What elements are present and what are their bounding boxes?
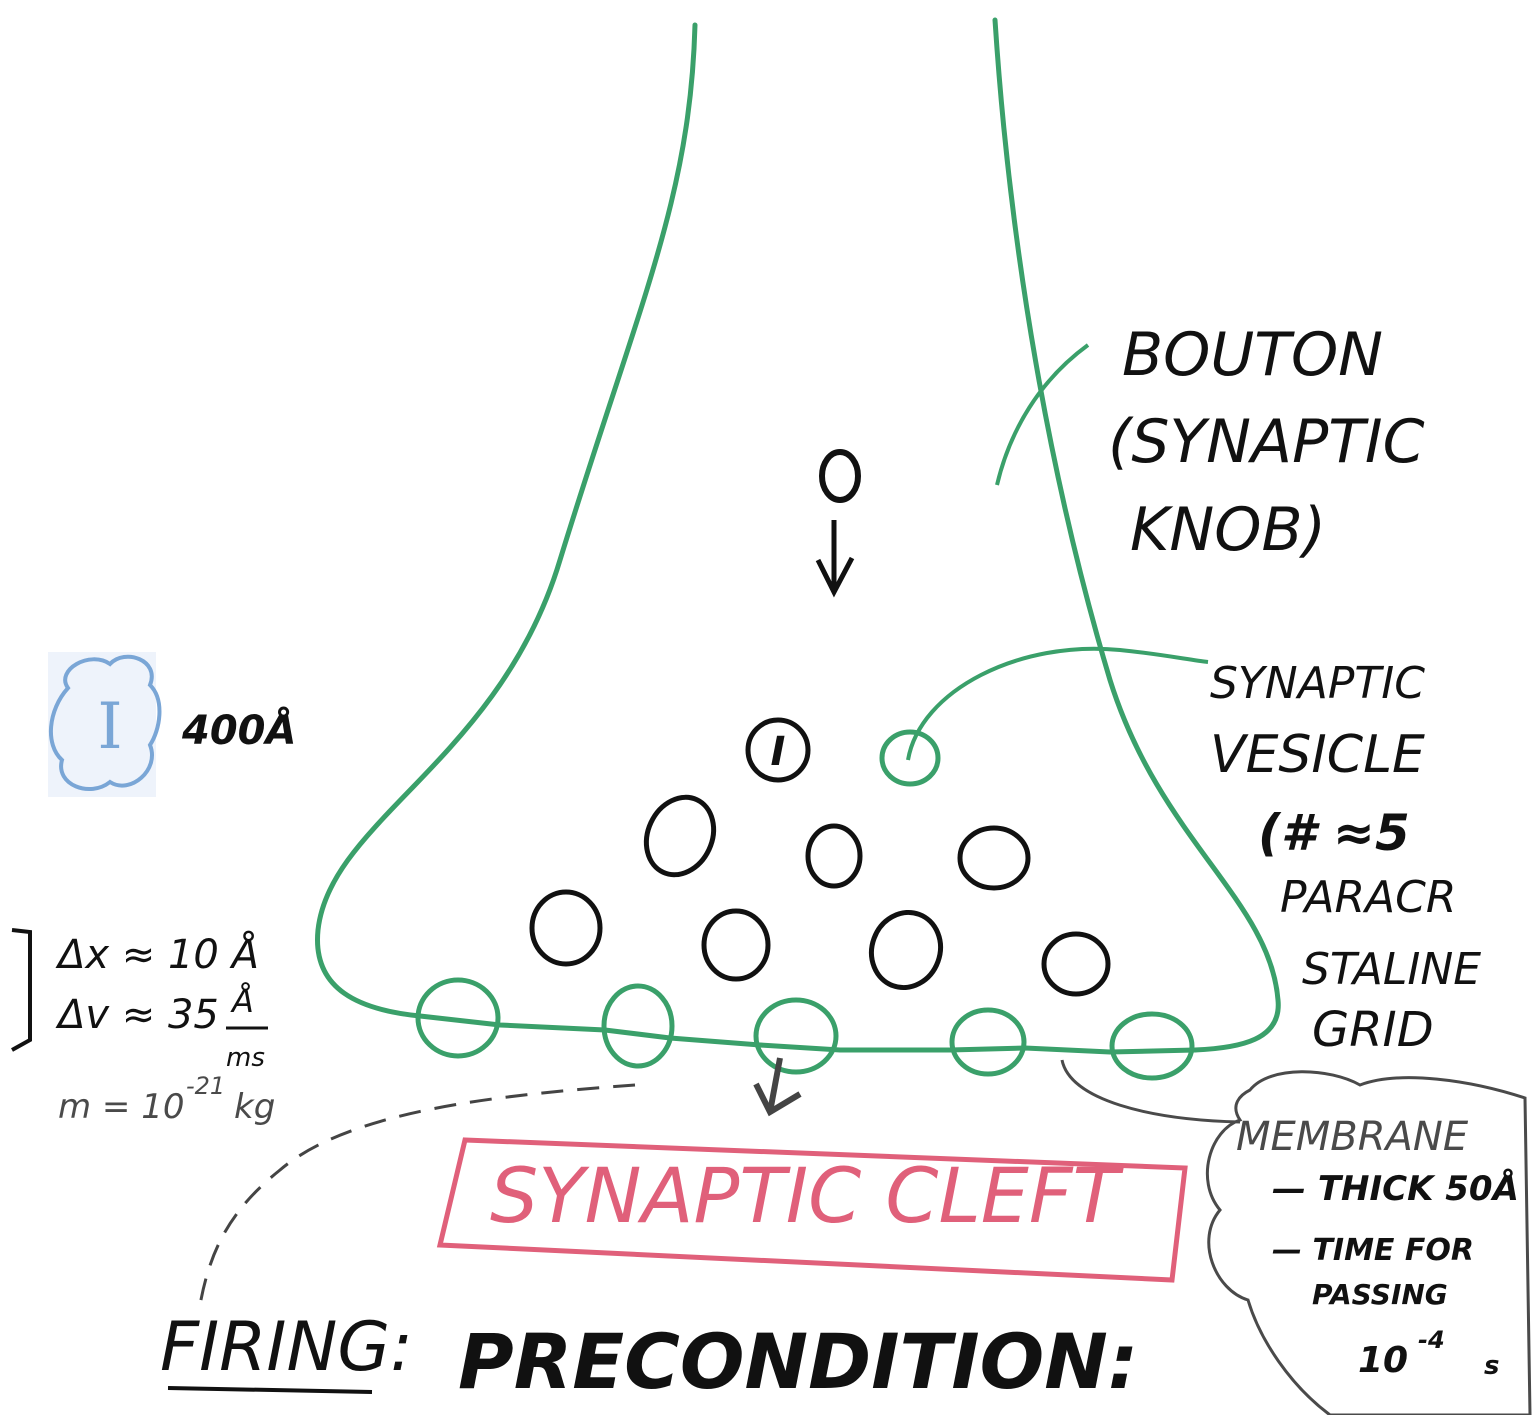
vesicle [701, 908, 771, 982]
synaptic-cleft-label: SYNAPTIC CLEFT [490, 1151, 1125, 1240]
dashed-connector [198, 1083, 636, 1306]
bouton-label-line3: KNOB) [1130, 495, 1326, 565]
bouton-outline-right [992, 17, 1281, 1053]
docked-vesicle [753, 997, 839, 1075]
vesicle-letter: I [771, 729, 786, 775]
docked-vesicle [1109, 1011, 1195, 1081]
vesicle [819, 449, 861, 503]
docked-vesicle [601, 983, 675, 1069]
firing-heading: FIRING: [160, 1308, 413, 1387]
vesicle-label-line5: STALINE [1302, 944, 1481, 995]
membrane-thick: — THICK 50Å [1272, 1168, 1519, 1209]
vesicle-label-line6: GRID [1312, 1002, 1434, 1058]
vesicle-label-line2: VESICLE [1210, 725, 1425, 785]
bouton-label-line1: BOUTON [1122, 320, 1383, 390]
membrane-note: MEMBRANE — THICK 50Å — TIME FOR PASSING … [1060, 1059, 1532, 1415]
molecule-cloud-icon: I [48, 652, 162, 797]
bouton-label-line2: (SYNAPTIC [1108, 407, 1425, 477]
vesicle-label-line1: SYNAPTIC [1210, 658, 1425, 709]
synaptic-cleft-box: SYNAPTIC CLEFT [436, 1137, 1188, 1283]
vesicle-with-letter: I [745, 717, 811, 783]
firing-underline [167, 1386, 373, 1394]
delta-v-unit-bottom: ms [226, 1043, 265, 1073]
brace [11, 928, 32, 1052]
release-arrow-icon [753, 1057, 802, 1117]
vesicle [805, 823, 863, 889]
bouton-outline [315, 22, 698, 1019]
vesicle-label-line3: (# ≈5 [1258, 804, 1410, 862]
precondition-heading: PRECONDITION: [458, 1317, 1138, 1406]
vesicle-pointer-line [906, 646, 1209, 761]
vesicle [869, 909, 943, 991]
membrane-time-unit: s [1484, 1351, 1499, 1381]
svg-text:m = 10: m = 10 [58, 1087, 185, 1127]
docked-vesicle [949, 1007, 1027, 1077]
cloud-letter: I [97, 690, 122, 764]
svg-text:-21: -21 [186, 1072, 225, 1100]
arrow-down-icon [815, 520, 855, 598]
vesicle [1041, 931, 1111, 997]
delta-v-unit-top: Å [230, 982, 254, 1020]
delta-x-label: Δx ≈ 10 Å [55, 930, 259, 978]
vesicle-label-line4: PARACR [1280, 872, 1456, 923]
membrane-time-exponent: -4 [1418, 1326, 1445, 1354]
molecule-size-label: 400Å [181, 705, 296, 754]
docked-vesicle [415, 977, 501, 1059]
membrane-time-line1: — TIME FOR [1272, 1233, 1474, 1268]
membrane-time-line2: PASSING [1312, 1278, 1448, 1311]
vesicle [643, 794, 717, 878]
mass-label: m = 10 -21 kg [58, 1072, 275, 1127]
vesicle [957, 825, 1031, 891]
membrane-title: MEMBRANE [1236, 1114, 1469, 1160]
bouton-pointer-line [995, 343, 1090, 486]
membrane-time-line3: 10 [1358, 1340, 1408, 1381]
svg-text:kg: kg [234, 1087, 275, 1127]
presynaptic-membrane [417, 1013, 1198, 1055]
labeled-vesicle [879, 729, 941, 787]
vesicle [529, 889, 603, 967]
delta-v-label: Δv ≈ 35 [55, 992, 219, 1038]
